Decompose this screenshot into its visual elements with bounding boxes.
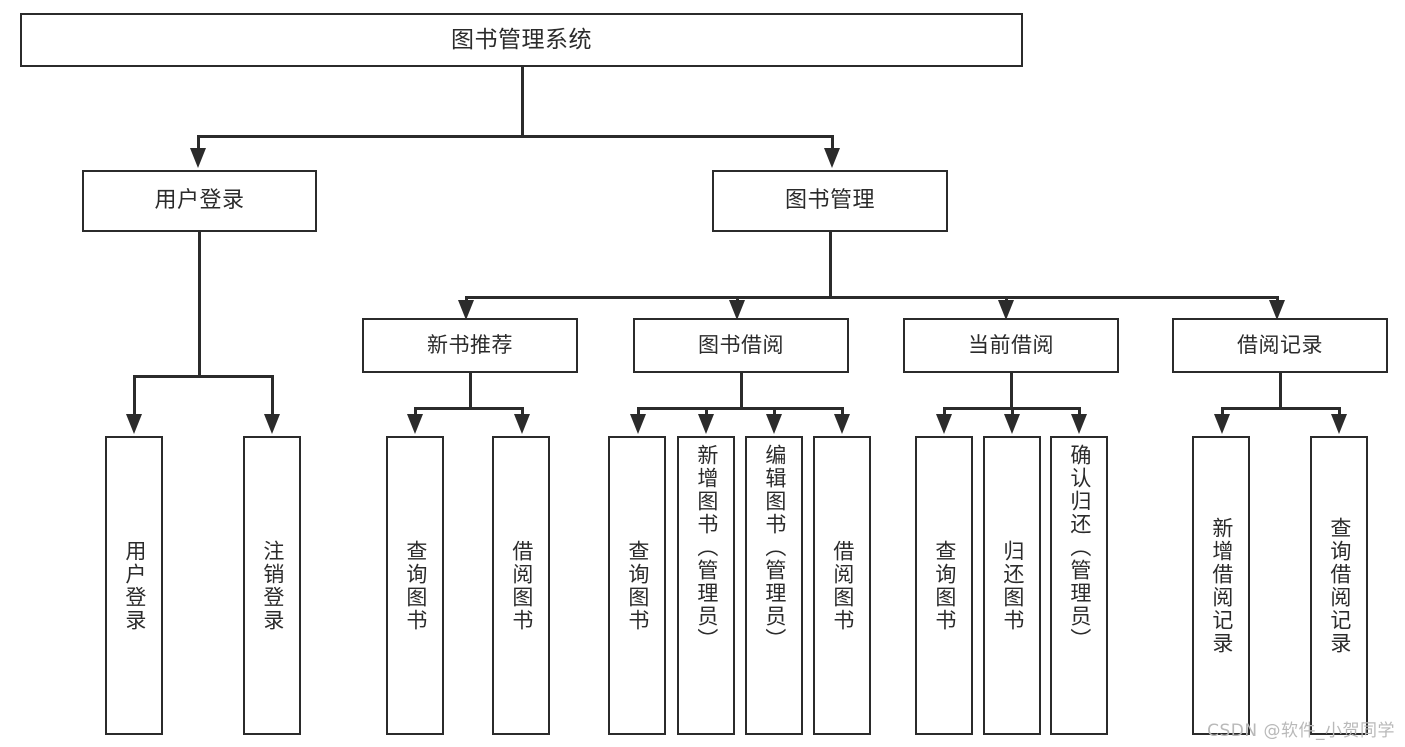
connector-book-mgmt-stem <box>829 232 832 298</box>
arrowhead-book-borrow-leaf-4 <box>834 414 850 434</box>
node-label: 注销登录 <box>260 539 285 632</box>
node-label: 图书借阅 <box>698 333 784 358</box>
leaf-current-borrow-query[interactable]: 查询图书 <box>915 436 973 735</box>
node-label: 图书管理 <box>784 188 875 214</box>
node-label: 借阅图书 <box>509 539 534 632</box>
arrowhead-new-book-leaf-1 <box>407 414 423 434</box>
node-label: 用户登录 <box>122 539 147 632</box>
arrowhead-root-to-book-mgmt <box>824 148 840 168</box>
csdn-watermark: CSDN @软件_小贺同学 <box>1207 721 1395 741</box>
arrowhead-book-borrow-leaf-2 <box>698 414 714 434</box>
leaf-borrow-record-add[interactable]: 新增借阅记录 <box>1192 436 1250 735</box>
arrowhead-book-mgmt-l3-3 <box>998 300 1014 320</box>
connector-book-borrow-stem <box>740 373 743 409</box>
connector-user-login-to-leaf-2 <box>271 375 274 423</box>
node-label: 借阅记录 <box>1237 333 1323 358</box>
node-borrow-record[interactable]: 借阅记录 <box>1172 318 1388 373</box>
arrowhead-borrow-record-leaf-2 <box>1331 414 1347 434</box>
leaf-new-book-query[interactable]: 查询图书 <box>386 436 444 735</box>
leaf-book-borrow-add-admin[interactable]: 新增图书（管理员） <box>677 436 735 735</box>
node-label: 查询图书 <box>932 539 957 632</box>
connector-borrow-record-bus <box>1221 407 1340 410</box>
node-label: 用户登录 <box>154 188 245 214</box>
connector-borrow-record-stem <box>1279 373 1282 409</box>
connector-new-book-stem <box>469 373 472 409</box>
arrowhead-book-mgmt-l3-1 <box>458 300 474 320</box>
connector-root-to-user-login <box>197 135 200 160</box>
node-user-login[interactable]: 用户登录 <box>82 170 317 232</box>
connector-user-login-to-leaf-1 <box>133 375 136 423</box>
arrowhead-root-to-user-login <box>190 148 206 168</box>
node-label: 新增图书（管理员） <box>694 444 719 651</box>
connector-new-book-bus <box>414 407 524 410</box>
leaf-user-login-signin[interactable]: 用户登录 <box>105 436 163 735</box>
arrowhead-book-mgmt-l3-2 <box>729 300 745 320</box>
connector-root-to-book-mgmt <box>831 135 834 160</box>
node-label: 归还图书 <box>1000 539 1025 632</box>
leaf-user-login-signout[interactable]: 注销登录 <box>243 436 301 735</box>
arrowhead-current-borrow-leaf-1 <box>936 414 952 434</box>
connector-root-bus <box>197 135 834 138</box>
node-label: 新增借阅记录 <box>1209 516 1234 655</box>
leaf-new-book-borrow[interactable]: 借阅图书 <box>492 436 550 735</box>
node-label: 图书管理系统 <box>451 26 592 53</box>
node-label: 查询借阅记录 <box>1327 516 1352 655</box>
leaf-book-borrow-edit-admin[interactable]: 编辑图书（管理员） <box>745 436 803 735</box>
node-label: 查询图书 <box>403 539 428 632</box>
node-label: 查询图书 <box>625 539 650 632</box>
connector-current-borrow-stem <box>1010 373 1013 409</box>
connector-user-login-stem <box>198 232 201 377</box>
node-label: 新书推荐 <box>427 333 513 358</box>
node-label: 确认归还（管理员） <box>1067 444 1092 651</box>
leaf-book-borrow-query[interactable]: 查询图书 <box>608 436 666 735</box>
node-book-borrow[interactable]: 图书借阅 <box>633 318 849 373</box>
arrowhead-borrow-record-leaf-1 <box>1214 414 1230 434</box>
leaf-borrow-record-query[interactable]: 查询借阅记录 <box>1310 436 1368 735</box>
node-label: 当前借阅 <box>968 333 1054 358</box>
arrowhead-user-login-leaf-1 <box>126 414 142 434</box>
node-root-system[interactable]: 图书管理系统 <box>20 13 1023 67</box>
arrowhead-book-mgmt-l3-4 <box>1269 300 1285 320</box>
node-new-book-recommend[interactable]: 新书推荐 <box>362 318 578 373</box>
arrowhead-book-borrow-leaf-1 <box>630 414 646 434</box>
leaf-current-borrow-confirm-admin[interactable]: 确认归还（管理员） <box>1050 436 1108 735</box>
arrowhead-current-borrow-leaf-2 <box>1004 414 1020 434</box>
leaf-current-borrow-return[interactable]: 归还图书 <box>983 436 1041 735</box>
node-current-borrow[interactable]: 当前借阅 <box>903 318 1119 373</box>
node-book-management[interactable]: 图书管理 <box>712 170 948 232</box>
arrowhead-book-borrow-leaf-3 <box>766 414 782 434</box>
arrowhead-new-book-leaf-2 <box>514 414 530 434</box>
leaf-book-borrow-borrow[interactable]: 借阅图书 <box>813 436 871 735</box>
connector-root-stem <box>521 67 524 137</box>
connector-user-login-bus <box>133 375 271 378</box>
connector-current-borrow-bus <box>943 407 1078 410</box>
arrowhead-user-login-leaf-2 <box>264 414 280 434</box>
node-label: 编辑图书（管理员） <box>762 444 787 651</box>
connector-book-mgmt-bus <box>465 296 1278 299</box>
arrowhead-current-borrow-leaf-3 <box>1071 414 1087 434</box>
node-label: 借阅图书 <box>830 539 855 632</box>
connector-book-borrow-bus <box>637 407 843 410</box>
